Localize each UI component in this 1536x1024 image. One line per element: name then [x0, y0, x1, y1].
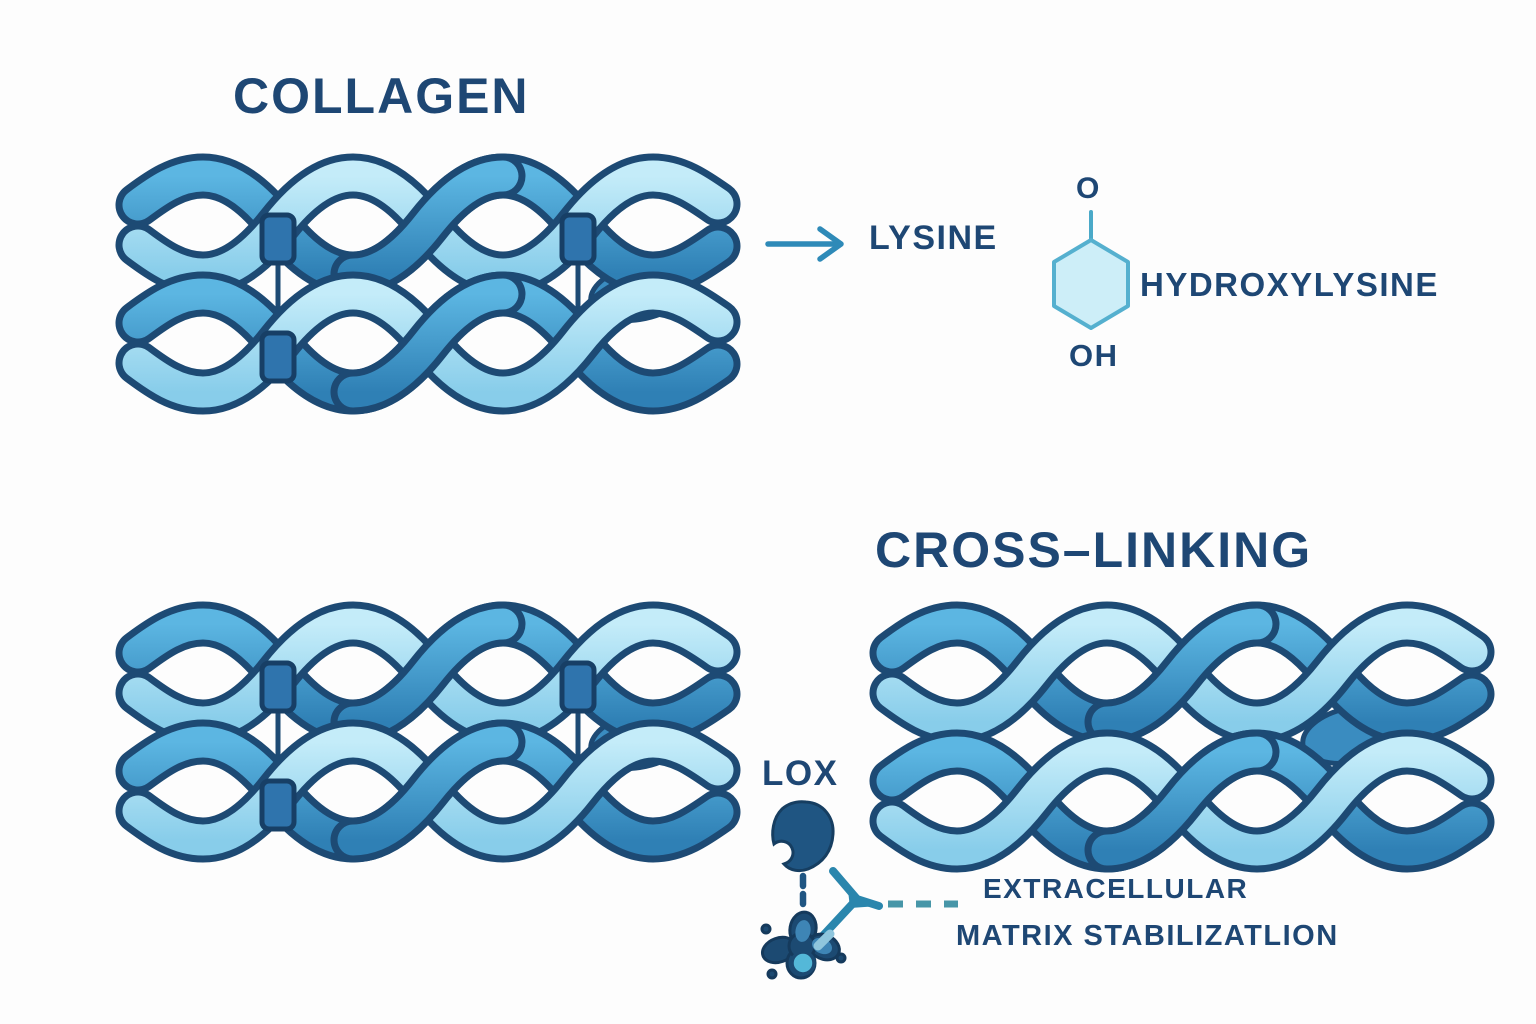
hydroxylysine-ring-icon — [1052, 210, 1130, 330]
collagen-title: COLLAGEN — [233, 68, 530, 124]
lox-label: LOX — [762, 754, 839, 793]
lysine-residue-tag — [559, 660, 597, 714]
lysine-residue-tag — [259, 660, 297, 714]
collagen-fibril — [138, 742, 718, 840]
collagen-fibril — [138, 624, 718, 722]
crosslinking-title: CROSS–LINKING — [875, 522, 1313, 578]
collagen-fibril-crosslinked — [892, 752, 1472, 850]
arrow-right-icon — [765, 226, 844, 262]
crosslink-fork-icon — [814, 867, 883, 945]
hydroxylysine-label: HYDROXYLYSINE — [1140, 266, 1439, 303]
hydroxylysine-atom-oh: OH — [1069, 338, 1119, 373]
hydroxylysine-atom-o: O — [1076, 172, 1101, 205]
collagen-fibril — [138, 294, 718, 392]
lysine-residue-tag — [259, 330, 297, 384]
outcome-line2: MATRIX STABILIZATLION — [956, 920, 1339, 952]
outcome-line1: EXTRACELLULAR — [983, 873, 1249, 904]
lox-enzyme-droplet-icon — [771, 800, 835, 873]
lysine-residue-tag — [259, 778, 297, 832]
lysine-residue-tag — [559, 212, 597, 266]
lysine-residue-tag — [259, 212, 297, 266]
collagen-fibril — [138, 176, 718, 274]
collagen-fibril-crosslinked — [892, 624, 1472, 722]
lysine-label: LYSINE — [869, 219, 998, 257]
lox-enzyme-complex-icon — [760, 910, 847, 980]
